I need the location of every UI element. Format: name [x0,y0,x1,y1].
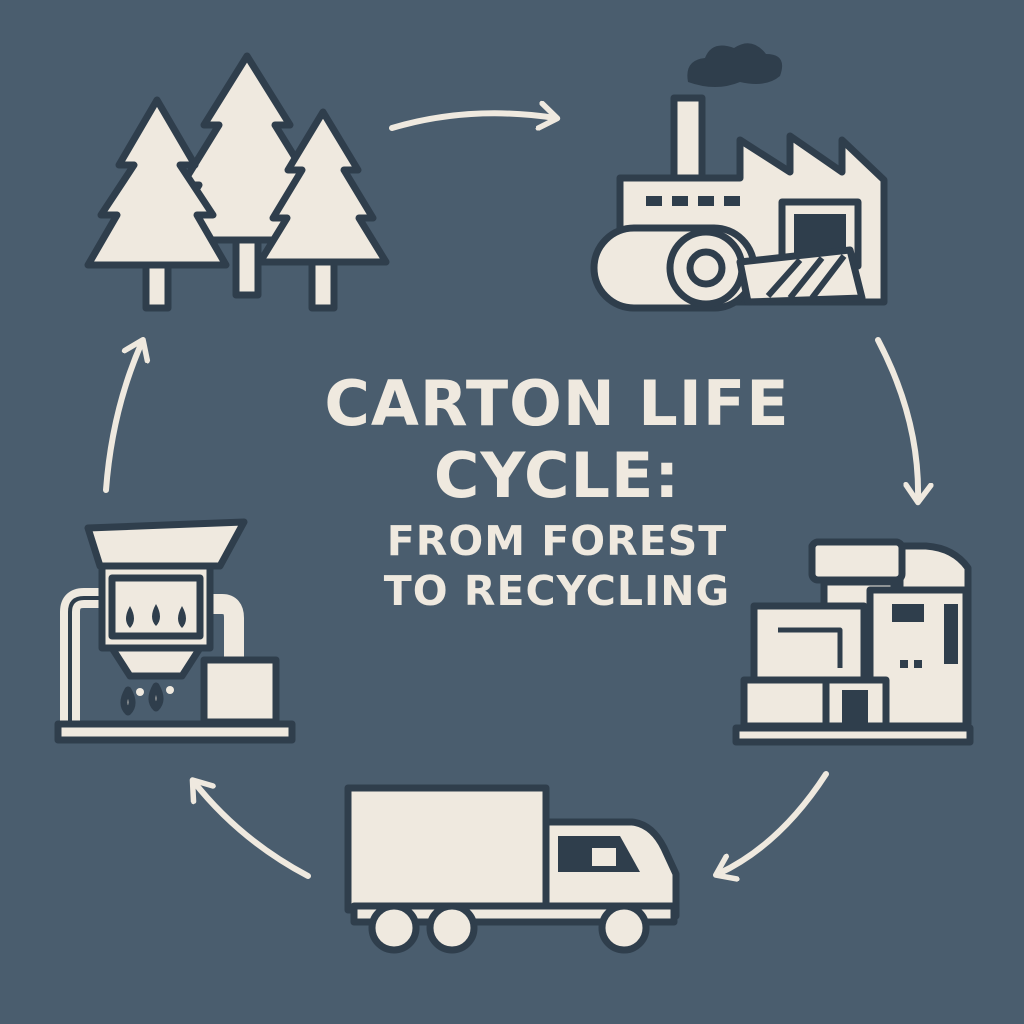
recycling-pulper-icon [54,518,296,744]
paper-mill-icon [590,43,888,312]
arrow-forest-to-mill [389,113,555,131]
carton-packaging-factory-icon [732,538,974,746]
forest-icon [84,52,390,312]
delivery-truck-icon [344,784,680,954]
diagram-title: CARTON LIFE CYCLE: FROM FOREST TO RECYCL… [262,368,852,616]
arrow-truck-to-pulper [194,782,311,879]
title-line-1: CARTON LIFE [324,367,790,440]
arrow-mill-to-factory [875,337,918,500]
arrow-pulper-to-forest [103,342,142,493]
subtitle-line-1: FROM FOREST [386,517,728,565]
subtitle-line-2: TO RECYCLING [383,567,731,615]
title-line-2: CYCLE: [433,439,681,512]
arrow-factory-to-truck [718,771,829,874]
